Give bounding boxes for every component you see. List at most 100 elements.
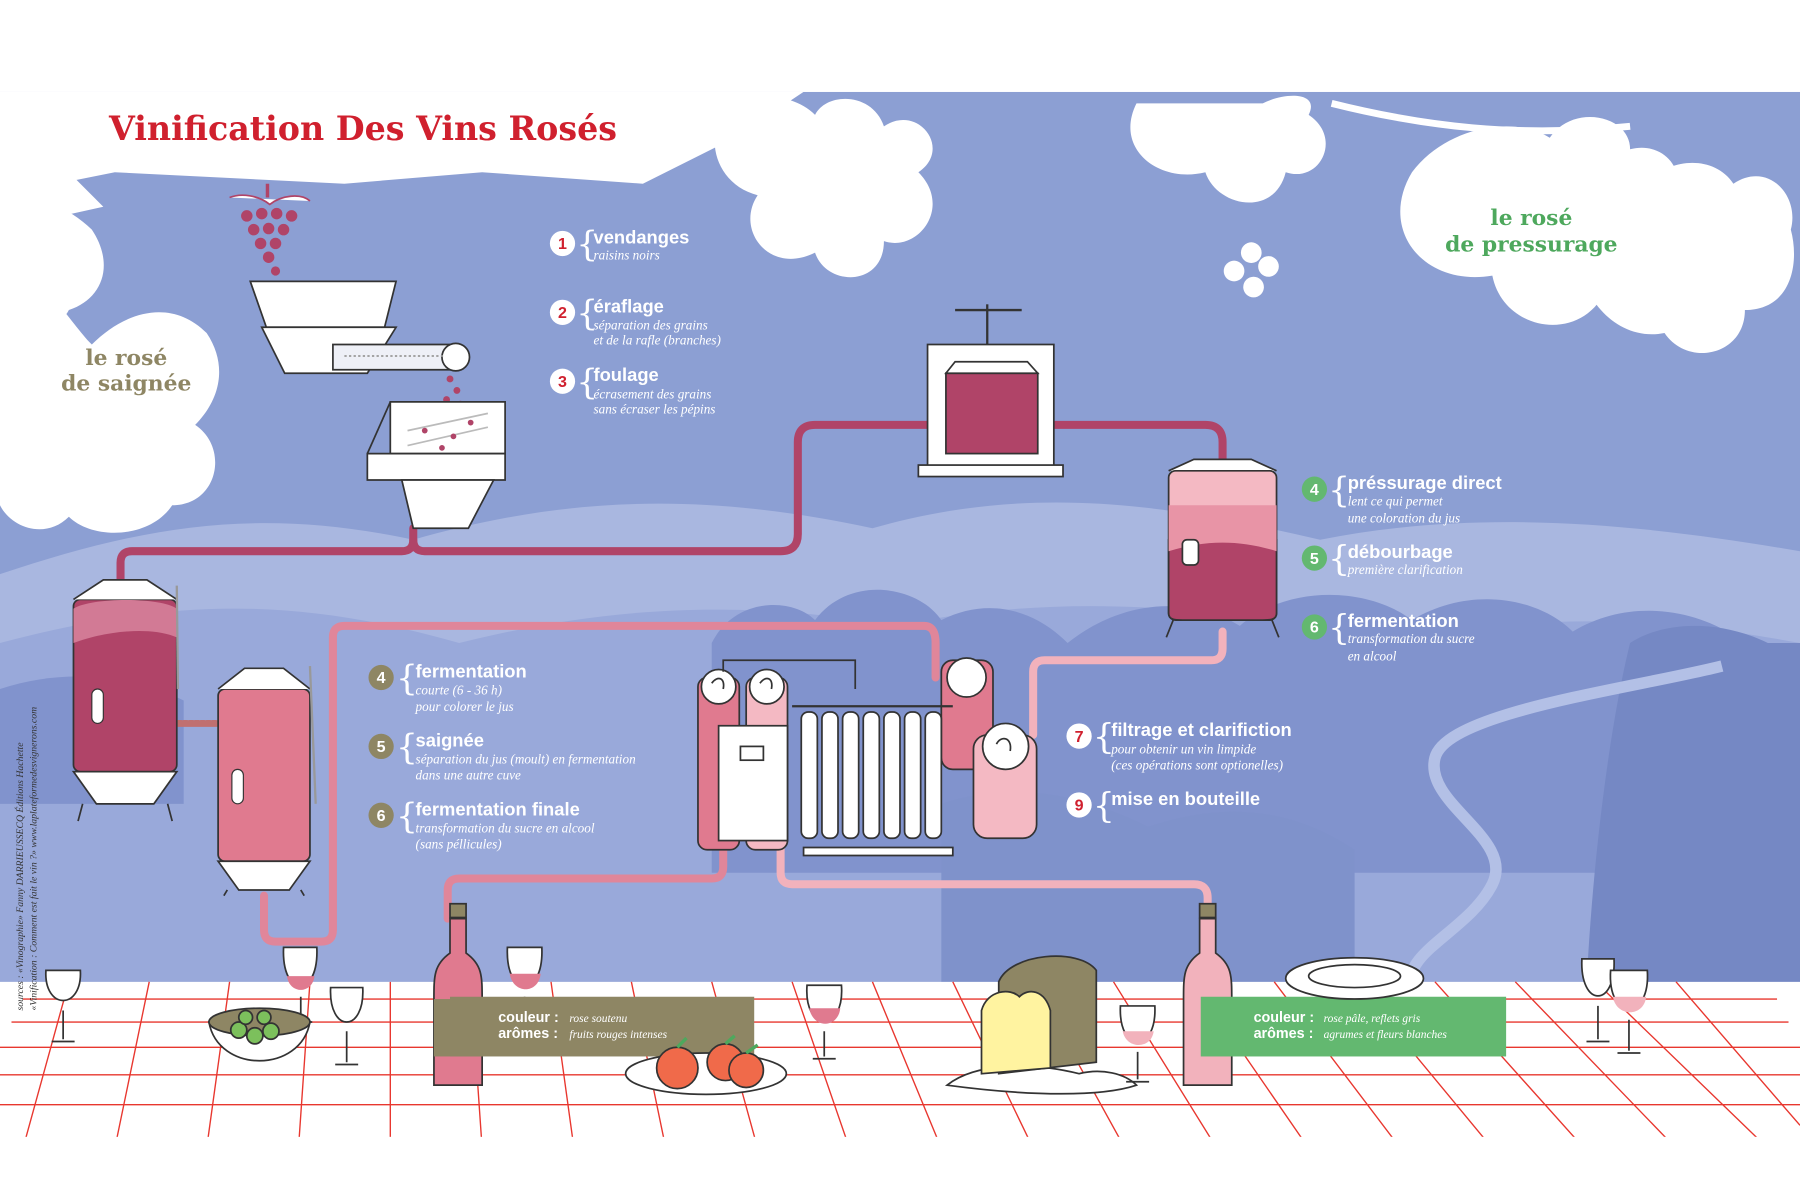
brace: {	[576, 225, 598, 265]
bread-icon	[944, 955, 1139, 1095]
brace: {	[396, 659, 418, 699]
section-saignee-line1: le rosé	[85, 346, 167, 371]
step-marker	[368, 733, 394, 760]
step-title: vendanges	[593, 226, 689, 247]
couleur-value: rose pâle, reflets gris	[1324, 1013, 1421, 1025]
step-marker	[1066, 723, 1092, 749]
step-number: 7	[1075, 728, 1084, 746]
wine-glass-icon	[1119, 1005, 1156, 1083]
tasting-label-saignee: couleur : rose soutenu arômes : fruits r…	[450, 996, 755, 1057]
step-marker	[368, 802, 394, 828]
step-number: 5	[377, 738, 386, 756]
step-number: 2	[558, 304, 567, 322]
section-saignee: le rosé de saignée	[61, 346, 191, 396]
step-number: 4	[1310, 481, 1319, 499]
brace: {	[1093, 787, 1115, 827]
step-desc: courte (6 - 36 h)	[416, 683, 502, 698]
step-title: saignée	[416, 729, 484, 750]
step-desc: (sans péllicules)	[416, 837, 502, 852]
tasting-label-pressurage: couleur : rose pâle, reflets gris arômes…	[1200, 996, 1507, 1057]
step-number: 3	[558, 373, 567, 391]
step-desc: séparation des grains	[593, 318, 707, 333]
grape-cluster-icon	[229, 183, 311, 276]
step-marker	[1301, 545, 1328, 571]
leaf-top-right	[1130, 95, 1326, 203]
hopper-icon	[249, 280, 471, 375]
plate-icon	[1284, 956, 1425, 1000]
sources-line1: sources : «Vinographie» Fanny DARRIEUSSE…	[14, 742, 26, 1011]
brace: {	[1328, 609, 1350, 649]
road	[1405, 660, 1724, 990]
aromes-key: arômes :	[498, 1026, 558, 1042]
section-pressurage-line2: de pressurage	[1445, 232, 1617, 257]
top-steps: 1 { vendanges raisins noirs 2 { éraflage…	[549, 225, 721, 416]
sources: sources : «Vinographie» Fanny DARRIEUSSE…	[14, 707, 40, 1011]
step-number: 6	[377, 807, 386, 825]
crusher-icon	[366, 401, 506, 530]
low-trees	[941, 791, 1355, 988]
aromes-value: agrumes et fleurs blanches	[1324, 1029, 1448, 1041]
step-1: 1 { vendanges raisins noirs	[549, 225, 689, 265]
step-desc: pour colorer le jus	[415, 699, 514, 714]
brace: {	[1328, 471, 1350, 511]
step-desc: et de la rafle (branches)	[593, 332, 720, 347]
pipe-to-bottle-saignee	[443, 840, 728, 923]
top-margin	[0, 0, 1800, 92]
step-title: débourbage	[1348, 541, 1453, 562]
label-box	[1200, 996, 1507, 1057]
grape-dot	[1258, 256, 1279, 277]
aromes-value: fruits rouges intenses	[569, 1029, 667, 1041]
saignee-step-6: 6 { fermentation finale transformation d…	[368, 797, 595, 852]
step-desc: en alcool	[1348, 648, 1397, 663]
vine-leaves	[0, 95, 1795, 533]
leaf-left-tip	[0, 155, 104, 230]
sources-line2: «Vinification : Comment est fait le vin …	[29, 707, 40, 1011]
step-title: filtrage et clarifiction	[1111, 719, 1292, 740]
pipes	[116, 420, 1227, 946]
grape-dot	[1243, 276, 1264, 298]
saignee-steps: 4 { fermentation courte (6 - 36 h) pour …	[368, 659, 637, 852]
step-3: 3 { foulage écrasement des grains sans é…	[549, 363, 715, 416]
step-7: 7 { filtrage et clarifiction pour obteni…	[1066, 718, 1292, 772]
wine-glass-icon	[329, 986, 364, 1066]
step-marker	[1066, 792, 1092, 818]
step-desc: lent ce qui permet	[1348, 493, 1443, 508]
step-number: 9	[1075, 797, 1084, 815]
step-desc: sans écraser les pépins	[593, 401, 715, 416]
leaf-top-center	[714, 95, 933, 278]
pipe-to-debourbage	[1029, 420, 1227, 487]
saignee-step-4: 4 { fermentation courte (6 - 36 h) pour …	[368, 659, 527, 714]
pipe-to-bottle-pressurage	[776, 840, 1212, 923]
step-marker	[1301, 614, 1328, 640]
step-number: 1	[558, 235, 567, 253]
step-desc: séparation du jus (moult) en fermentatio…	[416, 752, 637, 767]
couleur-key: couleur :	[1254, 1010, 1315, 1026]
step-title: fermentation	[1348, 610, 1459, 631]
step-desc: dans une autre cuve	[416, 768, 521, 783]
step-marker	[368, 664, 394, 691]
leaf-right-lower	[1578, 162, 1795, 354]
couleur-value: rose soutenu	[569, 1013, 627, 1025]
step-number: 4	[377, 669, 386, 687]
wine-glass-icon	[1609, 969, 1649, 1054]
section-pressurage-line1: le rosé	[1490, 206, 1572, 231]
step-number: 5	[1310, 550, 1319, 568]
step-title: foulage	[593, 364, 658, 385]
vat-icon	[216, 665, 317, 897]
step-9: 9 { mise en bouteille	[1066, 787, 1260, 827]
section-pressurage: le rosé de pressurage	[1445, 206, 1617, 257]
brace: {	[576, 294, 598, 334]
top-left-white-area	[0, 91, 804, 196]
step-desc: raisins noirs	[593, 248, 659, 263]
final-steps: 7 { filtrage et clarifiction pour obteni…	[1066, 718, 1292, 827]
brace: {	[576, 363, 598, 403]
step-desc: une coloration du jus	[1348, 510, 1460, 525]
wine-glass-icon	[806, 984, 843, 1060]
pressurage-step-6: 6 { fermentation transformation du sucre…	[1301, 609, 1475, 663]
filter-icon	[697, 657, 1038, 857]
step-marker	[549, 299, 576, 325]
grape-dot	[1240, 242, 1262, 263]
step-2: 2 { éraflage séparation des grains et de…	[549, 294, 721, 347]
